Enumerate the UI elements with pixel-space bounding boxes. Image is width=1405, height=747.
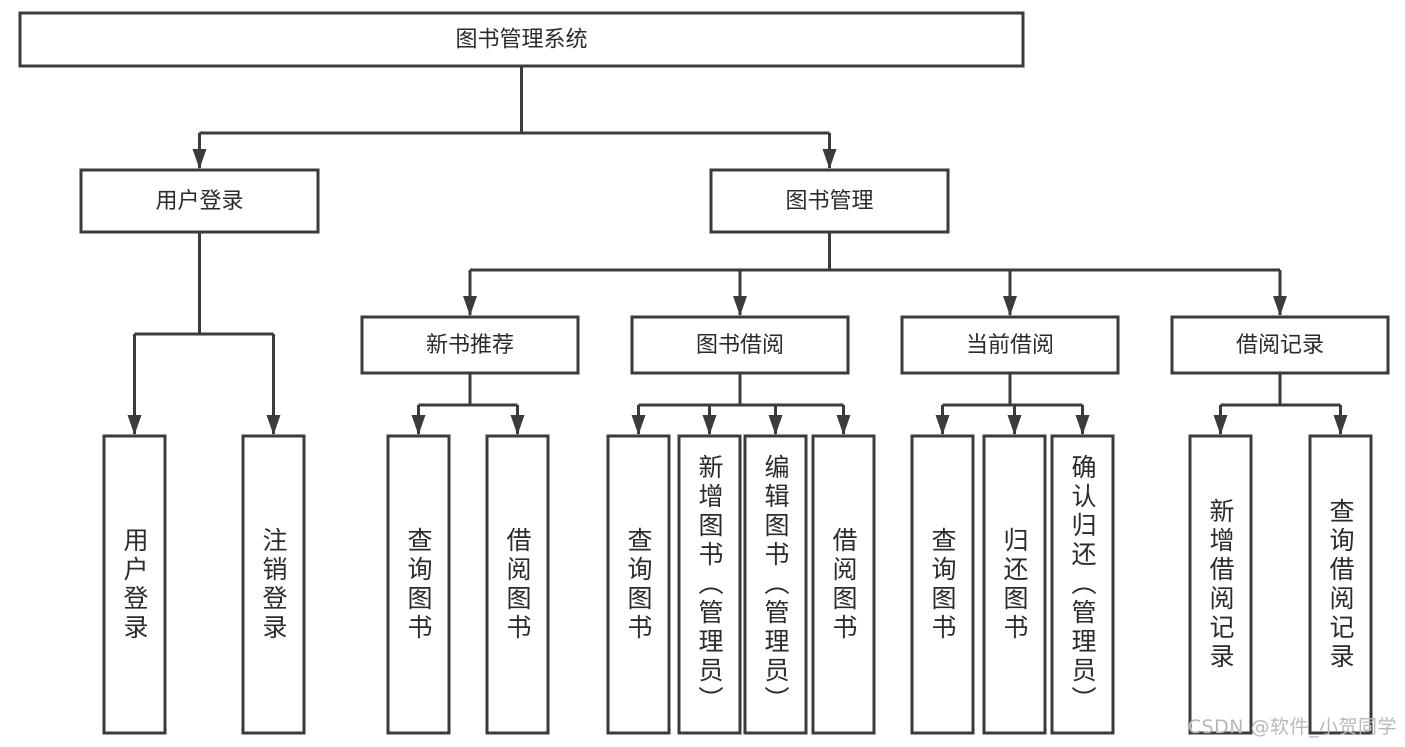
node-level3-图书借阅[interactable] (630, 315, 850, 375)
arrow-head-icon (1003, 296, 1017, 316)
arrow-head-icon (631, 415, 646, 435)
arrow-head-icon (1333, 415, 1348, 435)
watermark-text: CSDN @软件_小贺同学 (1187, 716, 1397, 738)
node-leaf-查询借阅记录[interactable] (1308, 434, 1373, 735)
node-leaf-查询图书[interactable] (606, 434, 671, 735)
arrow-head-icon (822, 149, 837, 169)
arrow-head-icon (1075, 415, 1090, 435)
arrow-head-icon (733, 296, 747, 316)
node-leaf-确认归还（管理员）[interactable] (1050, 434, 1115, 735)
node-leaf-借阅图书[interactable] (811, 434, 876, 735)
node-level2-label: 图书管理 (785, 189, 873, 214)
node-level3-当前借阅[interactable] (900, 315, 1120, 375)
node-leaf-新增图书（管理员）[interactable] (677, 434, 742, 735)
node-leaf-归还图书[interactable] (982, 434, 1047, 735)
arrow-head-icon (768, 415, 783, 435)
node-root-label: 图书管理系统 (455, 28, 587, 53)
arrow-head-icon (1273, 296, 1287, 316)
arrow-head-icon (192, 149, 207, 169)
node-leaf-查询图书[interactable] (910, 434, 975, 735)
node-leaf-查询图书[interactable] (386, 434, 451, 735)
node-leaf-编辑图书（管理员）[interactable] (743, 434, 808, 735)
arrow-head-icon (1007, 415, 1022, 435)
node-level3-label: 新书推荐 (426, 333, 514, 358)
nodes-layer (18, 11, 1390, 735)
arrow-head-icon (411, 415, 426, 435)
arrow-head-icon (510, 415, 525, 435)
arrow-head-icon (463, 296, 477, 316)
arrow-head-icon (702, 415, 717, 435)
arrow-head-icon (1213, 415, 1228, 435)
connectors-layer (127, 66, 1348, 435)
node-level3-新书推荐[interactable] (360, 315, 580, 375)
node-root-图书管理系统[interactable] (18, 11, 1025, 68)
arrow-head-icon (266, 415, 281, 435)
arrow-head-icon (935, 415, 950, 435)
node-leaf-借阅图书[interactable] (485, 434, 550, 735)
node-leaf-新增借阅记录[interactable] (1188, 434, 1253, 735)
node-level2-label: 用户登录 (155, 189, 243, 214)
node-level3-借阅记录[interactable] (1170, 315, 1390, 375)
arrow-head-icon (836, 415, 851, 435)
node-level3-label: 借阅记录 (1236, 333, 1324, 358)
node-level2-图书管理[interactable] (709, 168, 950, 234)
arrow-head-icon (127, 415, 142, 435)
node-leaf-注销登录[interactable] (241, 434, 306, 735)
node-level3-label: 图书借阅 (696, 333, 784, 358)
node-leaf-用户登录[interactable] (102, 434, 167, 735)
node-level3-label: 当前借阅 (966, 333, 1054, 358)
node-level2-用户登录[interactable] (79, 168, 320, 234)
